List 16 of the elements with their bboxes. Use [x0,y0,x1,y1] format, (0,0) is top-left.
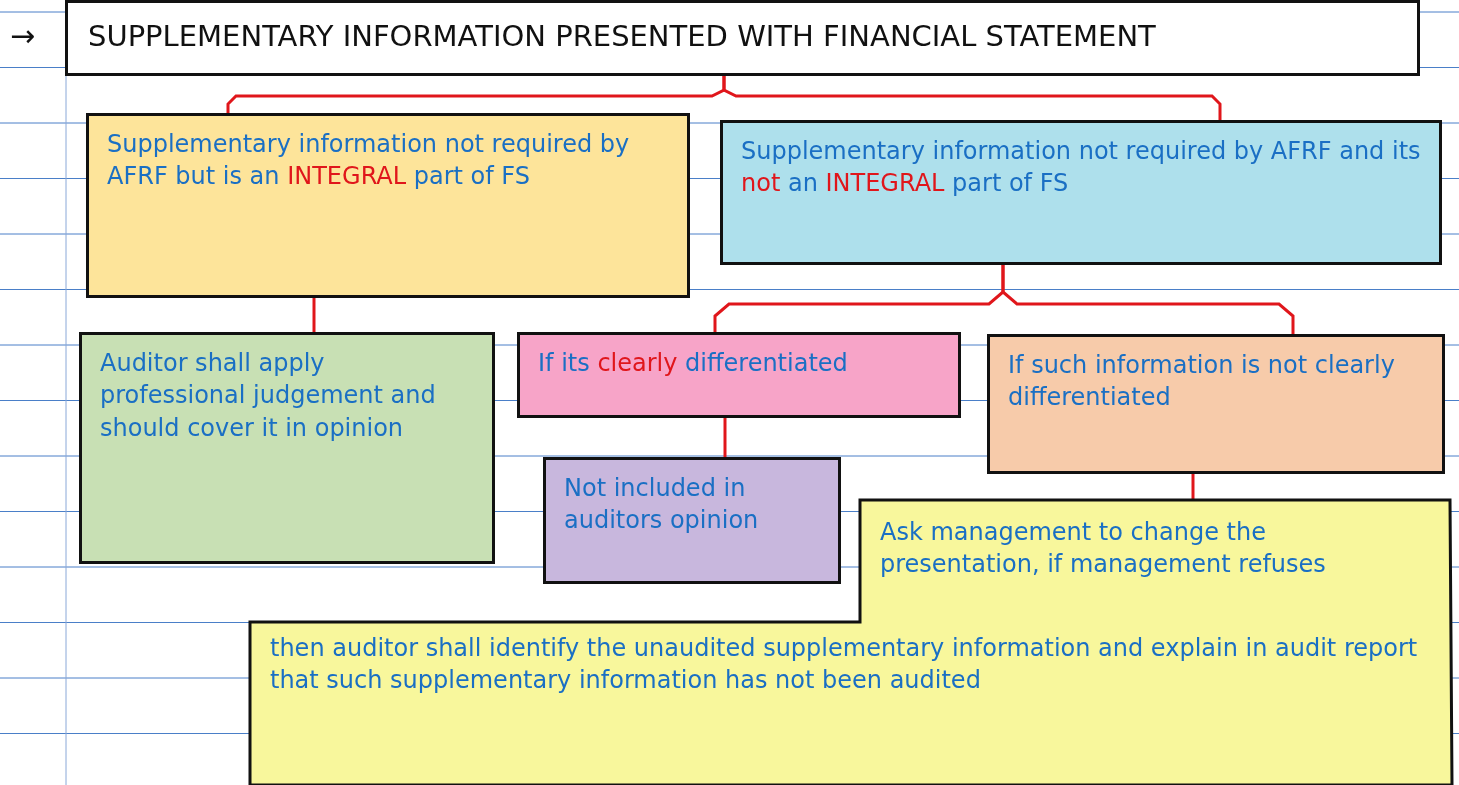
info-box: Supplementary information not required by AFRF but is an INTEGRAL part of FS [86,113,690,298]
connector-line [723,418,727,457]
condition-box: If such information is not clearly differentiated [987,334,1445,474]
note-text: then auditor shall identify the unaudited supplementary information and explain in audit report that such supplementary information has not been audited [270,633,1419,697]
title-box: SUPPLEMENTARY INFORMATION PRESENTED WITH FINANCIAL STATEMENT [65,0,1420,76]
condition-box: If its clearly differentiated [517,332,961,418]
outcome-box: Auditor shall apply professional judgement and should cover it in opinion [79,332,495,564]
note-text: Ask management to change the presentation, if management refuses [880,517,1327,581]
connector-line [312,298,316,332]
connector-line [1191,474,1195,500]
connector-line [1001,265,1295,334]
connector-line [722,76,1222,120]
note-box [250,500,1452,785]
outcome-box: Not included in auditors opinion [543,457,841,584]
info-box: Supplementary information not required by AFRF and its not an INTEGRAL part of FS [720,120,1442,265]
arrow-symbol: → [10,18,36,53]
